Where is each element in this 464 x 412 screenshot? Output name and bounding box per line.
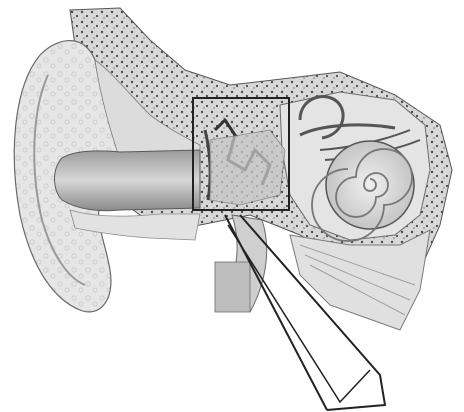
eustachian-tube-lower — [215, 262, 250, 312]
ear-canal — [55, 150, 201, 211]
middle-ear-cavity — [210, 130, 285, 205]
lower-tissue — [290, 230, 430, 330]
